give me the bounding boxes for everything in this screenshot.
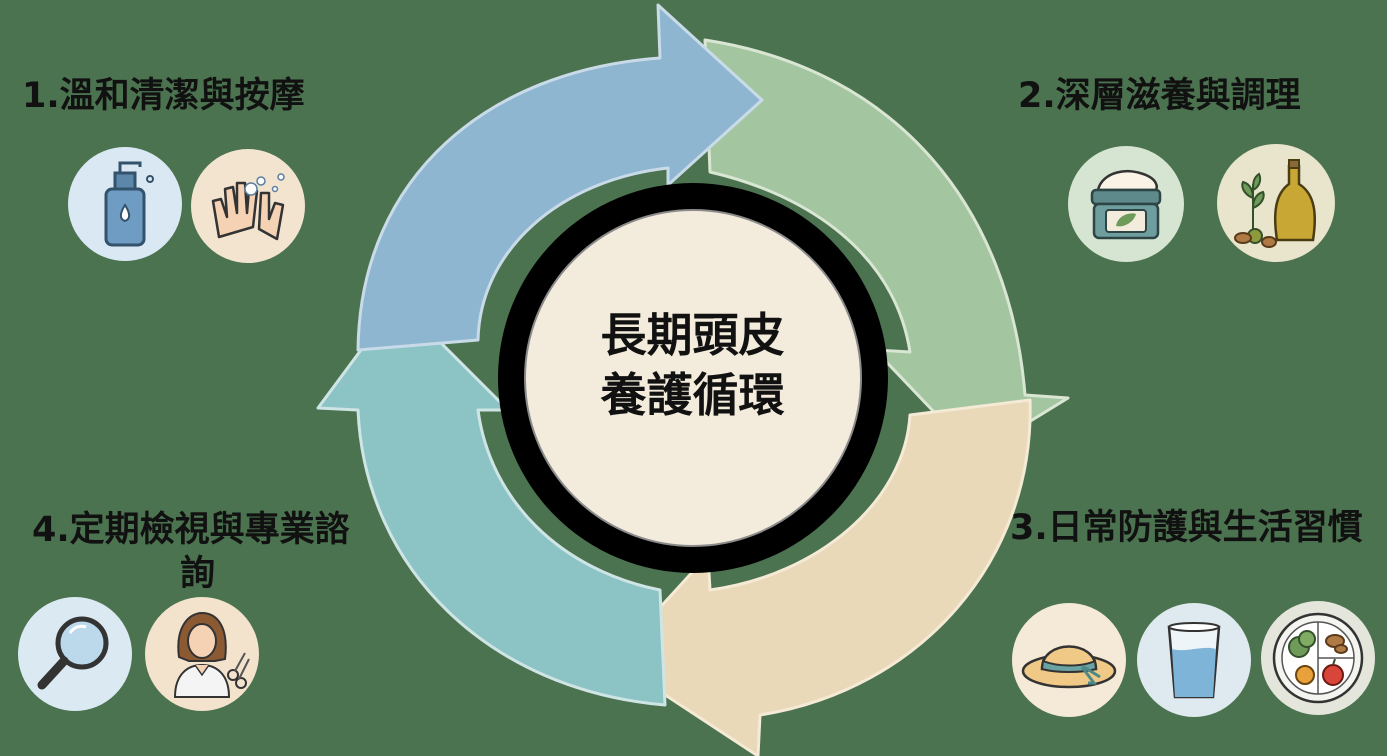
center-label: 長期頭皮 養護循環: [525, 305, 860, 425]
arrow-step-3: [610, 398, 1032, 756]
water-glass-icon: [1137, 603, 1251, 717]
step-4-title-line-1: 4.定期檢視與專業諮: [32, 510, 350, 550]
center-disk: [524, 209, 862, 547]
hairdresser-icon: [145, 597, 259, 711]
shampoo-bottle-icon: [68, 147, 182, 261]
step-1-title: 1.溫和清潔與按摩: [22, 76, 305, 116]
cream-jar-icon: [1068, 146, 1184, 262]
center-label-line-1: 長期頭皮: [600, 308, 785, 362]
step-4-title-line-2: 詢: [180, 554, 216, 594]
healthy-plate-icon: [1261, 601, 1375, 715]
arrow-step-4: [316, 298, 667, 707]
oil-and-nuts-icon: [1217, 144, 1335, 262]
step-3-title: 3.日常防護與生活習慣: [1010, 508, 1363, 548]
magnifier-icon: [18, 597, 132, 711]
center-label-line-2: 養護循環: [600, 368, 785, 422]
hands-washing-icon: [191, 149, 305, 263]
step-2-title: 2.深層滋養與調理: [1018, 76, 1301, 116]
sun-hat-icon: [1012, 603, 1126, 717]
arrow-step-1: [356, 3, 764, 352]
arrow-step-2: [703, 38, 1070, 457]
